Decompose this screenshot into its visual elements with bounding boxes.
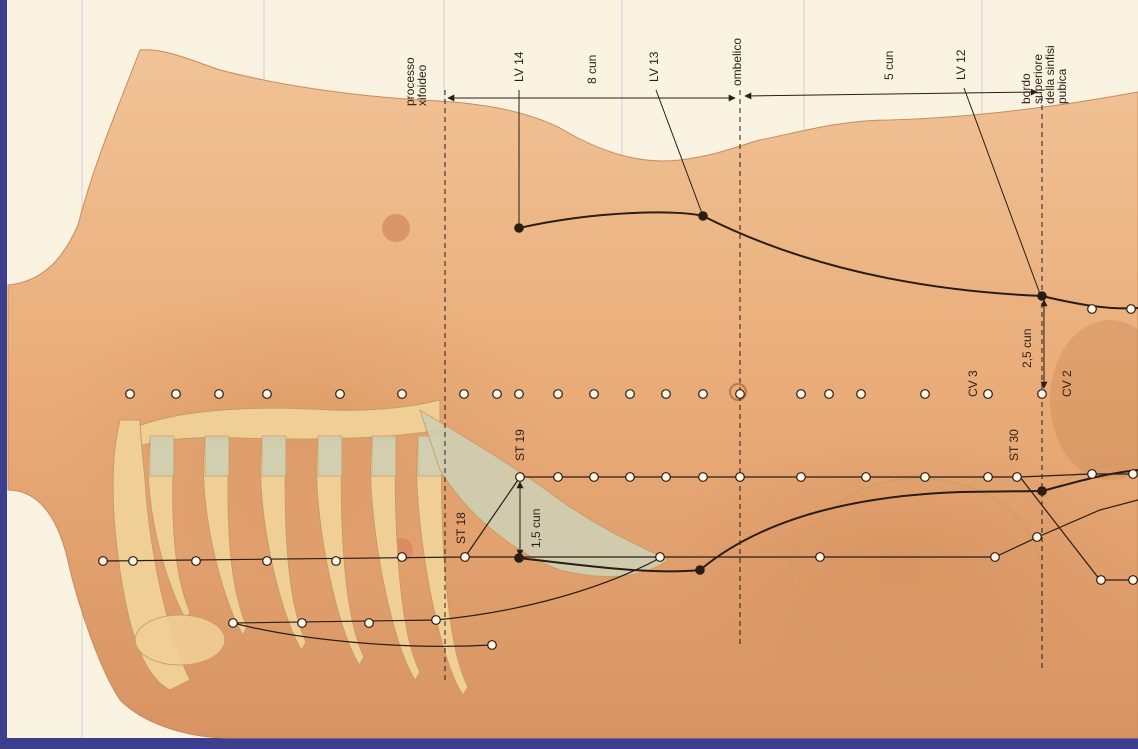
acupoint-open-1 xyxy=(126,390,135,399)
label-xiphoid: processo xifoideo xyxy=(404,57,428,106)
acupoint-open-7 xyxy=(460,390,469,399)
shoulder-joint xyxy=(135,615,225,665)
acupoint-open-45 xyxy=(1097,576,1106,585)
acupoint-open-49 xyxy=(365,619,374,628)
acupoint-open-40 xyxy=(461,553,470,562)
acupoint-open-41 xyxy=(656,553,665,562)
label-st18: ST 18 xyxy=(455,512,467,544)
acupoint-open-31 xyxy=(1013,473,1022,482)
acupoint-open-32 xyxy=(1088,470,1097,479)
acupoint-open-2 xyxy=(172,390,181,399)
acupoint-open-26 xyxy=(736,473,745,482)
label-st30: ST 30 xyxy=(1008,429,1020,461)
acupoint-open-17 xyxy=(825,390,834,399)
pelvis-shade xyxy=(660,430,1138,690)
acupoint-marked-3 xyxy=(1037,291,1047,301)
acupoint-open-13 xyxy=(662,390,671,399)
acupoint-open-5 xyxy=(336,390,345,399)
acupoint-open-24 xyxy=(662,473,671,482)
acupoint-open-25 xyxy=(699,473,708,482)
acupoint-open-35 xyxy=(129,557,138,566)
acupoint-open-33 xyxy=(1129,470,1138,479)
acupoint-open-9 xyxy=(515,390,524,399)
acupoint-open-11 xyxy=(590,390,599,399)
acupoint-open-12 xyxy=(626,390,635,399)
label-distance-1-5cun: 1,5 cun xyxy=(530,509,542,548)
acupoint-open-34 xyxy=(99,557,108,566)
acupoint-open-4 xyxy=(263,390,272,399)
acupoint-open-46 xyxy=(1129,576,1138,585)
acupoint-open-38 xyxy=(332,557,341,566)
costal-cartilage-2 xyxy=(205,436,229,476)
acupoint-open-36 xyxy=(192,557,201,566)
acupoint-open-47 xyxy=(229,619,238,628)
acupoint-open-51 xyxy=(488,641,497,650)
label-lv13: LV 13 xyxy=(648,52,660,82)
acupoint-open-55 xyxy=(516,473,525,482)
acupoint-open-27 xyxy=(797,473,806,482)
acupoint-open-18 xyxy=(857,390,866,399)
acupoint-open-8 xyxy=(493,390,502,399)
label-lv12: LV 12 xyxy=(955,50,967,80)
label-st19: ST 19 xyxy=(514,429,526,461)
acupoint-open-23 xyxy=(626,473,635,482)
label-pubic-symphysis: bordo superiore della sinfisi pubica xyxy=(1020,45,1068,104)
label-distance-2-5cun: 2,5 cun xyxy=(1021,329,1033,368)
acupoint-open-29 xyxy=(921,473,930,482)
frame-left xyxy=(0,0,7,749)
acupoint-marked-2 xyxy=(698,211,708,221)
acupoint-marked-1 xyxy=(514,223,524,233)
acupoint-open-53 xyxy=(1127,305,1136,314)
acupoint-open-50 xyxy=(432,616,441,625)
label-lv14: LV 14 xyxy=(513,52,525,82)
acupoint-open-15 xyxy=(736,390,745,399)
costal-cartilage-3 xyxy=(262,436,286,476)
acupoint-open-3 xyxy=(215,390,224,399)
label-cv3: CV 3 xyxy=(967,370,979,397)
acupoint-open-22 xyxy=(590,473,599,482)
acupoint-open-6 xyxy=(398,390,407,399)
costal-cartilage-1 xyxy=(150,436,174,476)
acupoint-open-19 xyxy=(921,390,930,399)
label-cv2: CV 2 xyxy=(1061,370,1073,397)
left-nipple xyxy=(382,214,410,242)
acupoint-open-39 xyxy=(398,553,407,562)
acupoint-marked-6 xyxy=(1037,486,1047,496)
acupoint-open-16 xyxy=(797,390,806,399)
acupoint-open-30 xyxy=(984,473,993,482)
label-navel: ombelico xyxy=(731,38,743,86)
acupoint-open-20 xyxy=(984,390,993,399)
costal-cartilage-5 xyxy=(372,436,396,476)
acupoint-open-10 xyxy=(554,390,563,399)
acupoint-open-44 xyxy=(1033,533,1042,542)
acupoint-open-42 xyxy=(816,553,825,562)
acupoint-open-28 xyxy=(862,473,871,482)
acupoint-open-52 xyxy=(1088,305,1097,314)
label-distance-5cun: 5 cun xyxy=(883,51,895,80)
label-distance-8cun: 8 cun xyxy=(586,55,598,84)
acupoint-open-43 xyxy=(991,553,1000,562)
frame-bottom xyxy=(0,738,1138,749)
costal-cartilage-4 xyxy=(318,436,342,476)
acupoint-open-14 xyxy=(699,390,708,399)
acupoint-marked-5 xyxy=(695,565,705,575)
acupoint-open-54 xyxy=(1038,390,1047,399)
acupoint-marked-4 xyxy=(514,553,524,563)
acupoint-open-48 xyxy=(298,619,307,628)
acupoint-open-21 xyxy=(554,473,563,482)
acupoint-open-37 xyxy=(263,557,272,566)
